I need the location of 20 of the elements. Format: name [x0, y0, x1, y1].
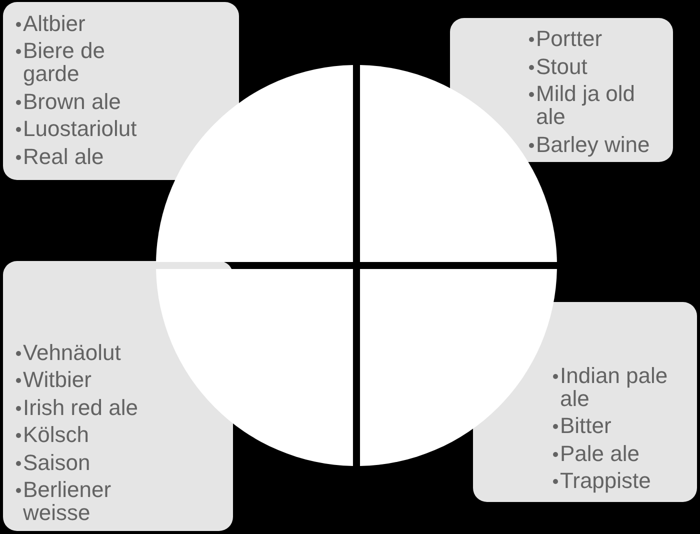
list-item: Trappiste	[560, 469, 652, 492]
list-item: Saison	[23, 450, 92, 474]
list-item: Pale ale	[560, 442, 641, 464]
list-item: Bitter	[560, 414, 612, 437]
list-item: Real ale	[23, 144, 105, 168]
list-item: Irish red ale	[23, 396, 139, 418]
list-item: Vehnäolut	[23, 340, 122, 364]
list-item: Luostariolut	[23, 117, 138, 140]
list-item: Barley wine	[536, 132, 651, 156]
list-item: Indian pale ale	[560, 364, 669, 410]
list-panel	[3, 2, 239, 180]
list-item: Kölsch	[23, 423, 90, 446]
list-item: Witbier	[23, 368, 92, 391]
list-item: Mild ja old ale	[536, 82, 636, 128]
list-item: Brown ale	[23, 90, 122, 112]
list-item: Portter	[536, 27, 604, 50]
list-item: Altbier	[23, 12, 86, 34]
list-item: Biere de garde	[23, 39, 106, 85]
list-item: Stout	[536, 54, 588, 78]
list-item: Berliener weisse	[23, 478, 112, 524]
